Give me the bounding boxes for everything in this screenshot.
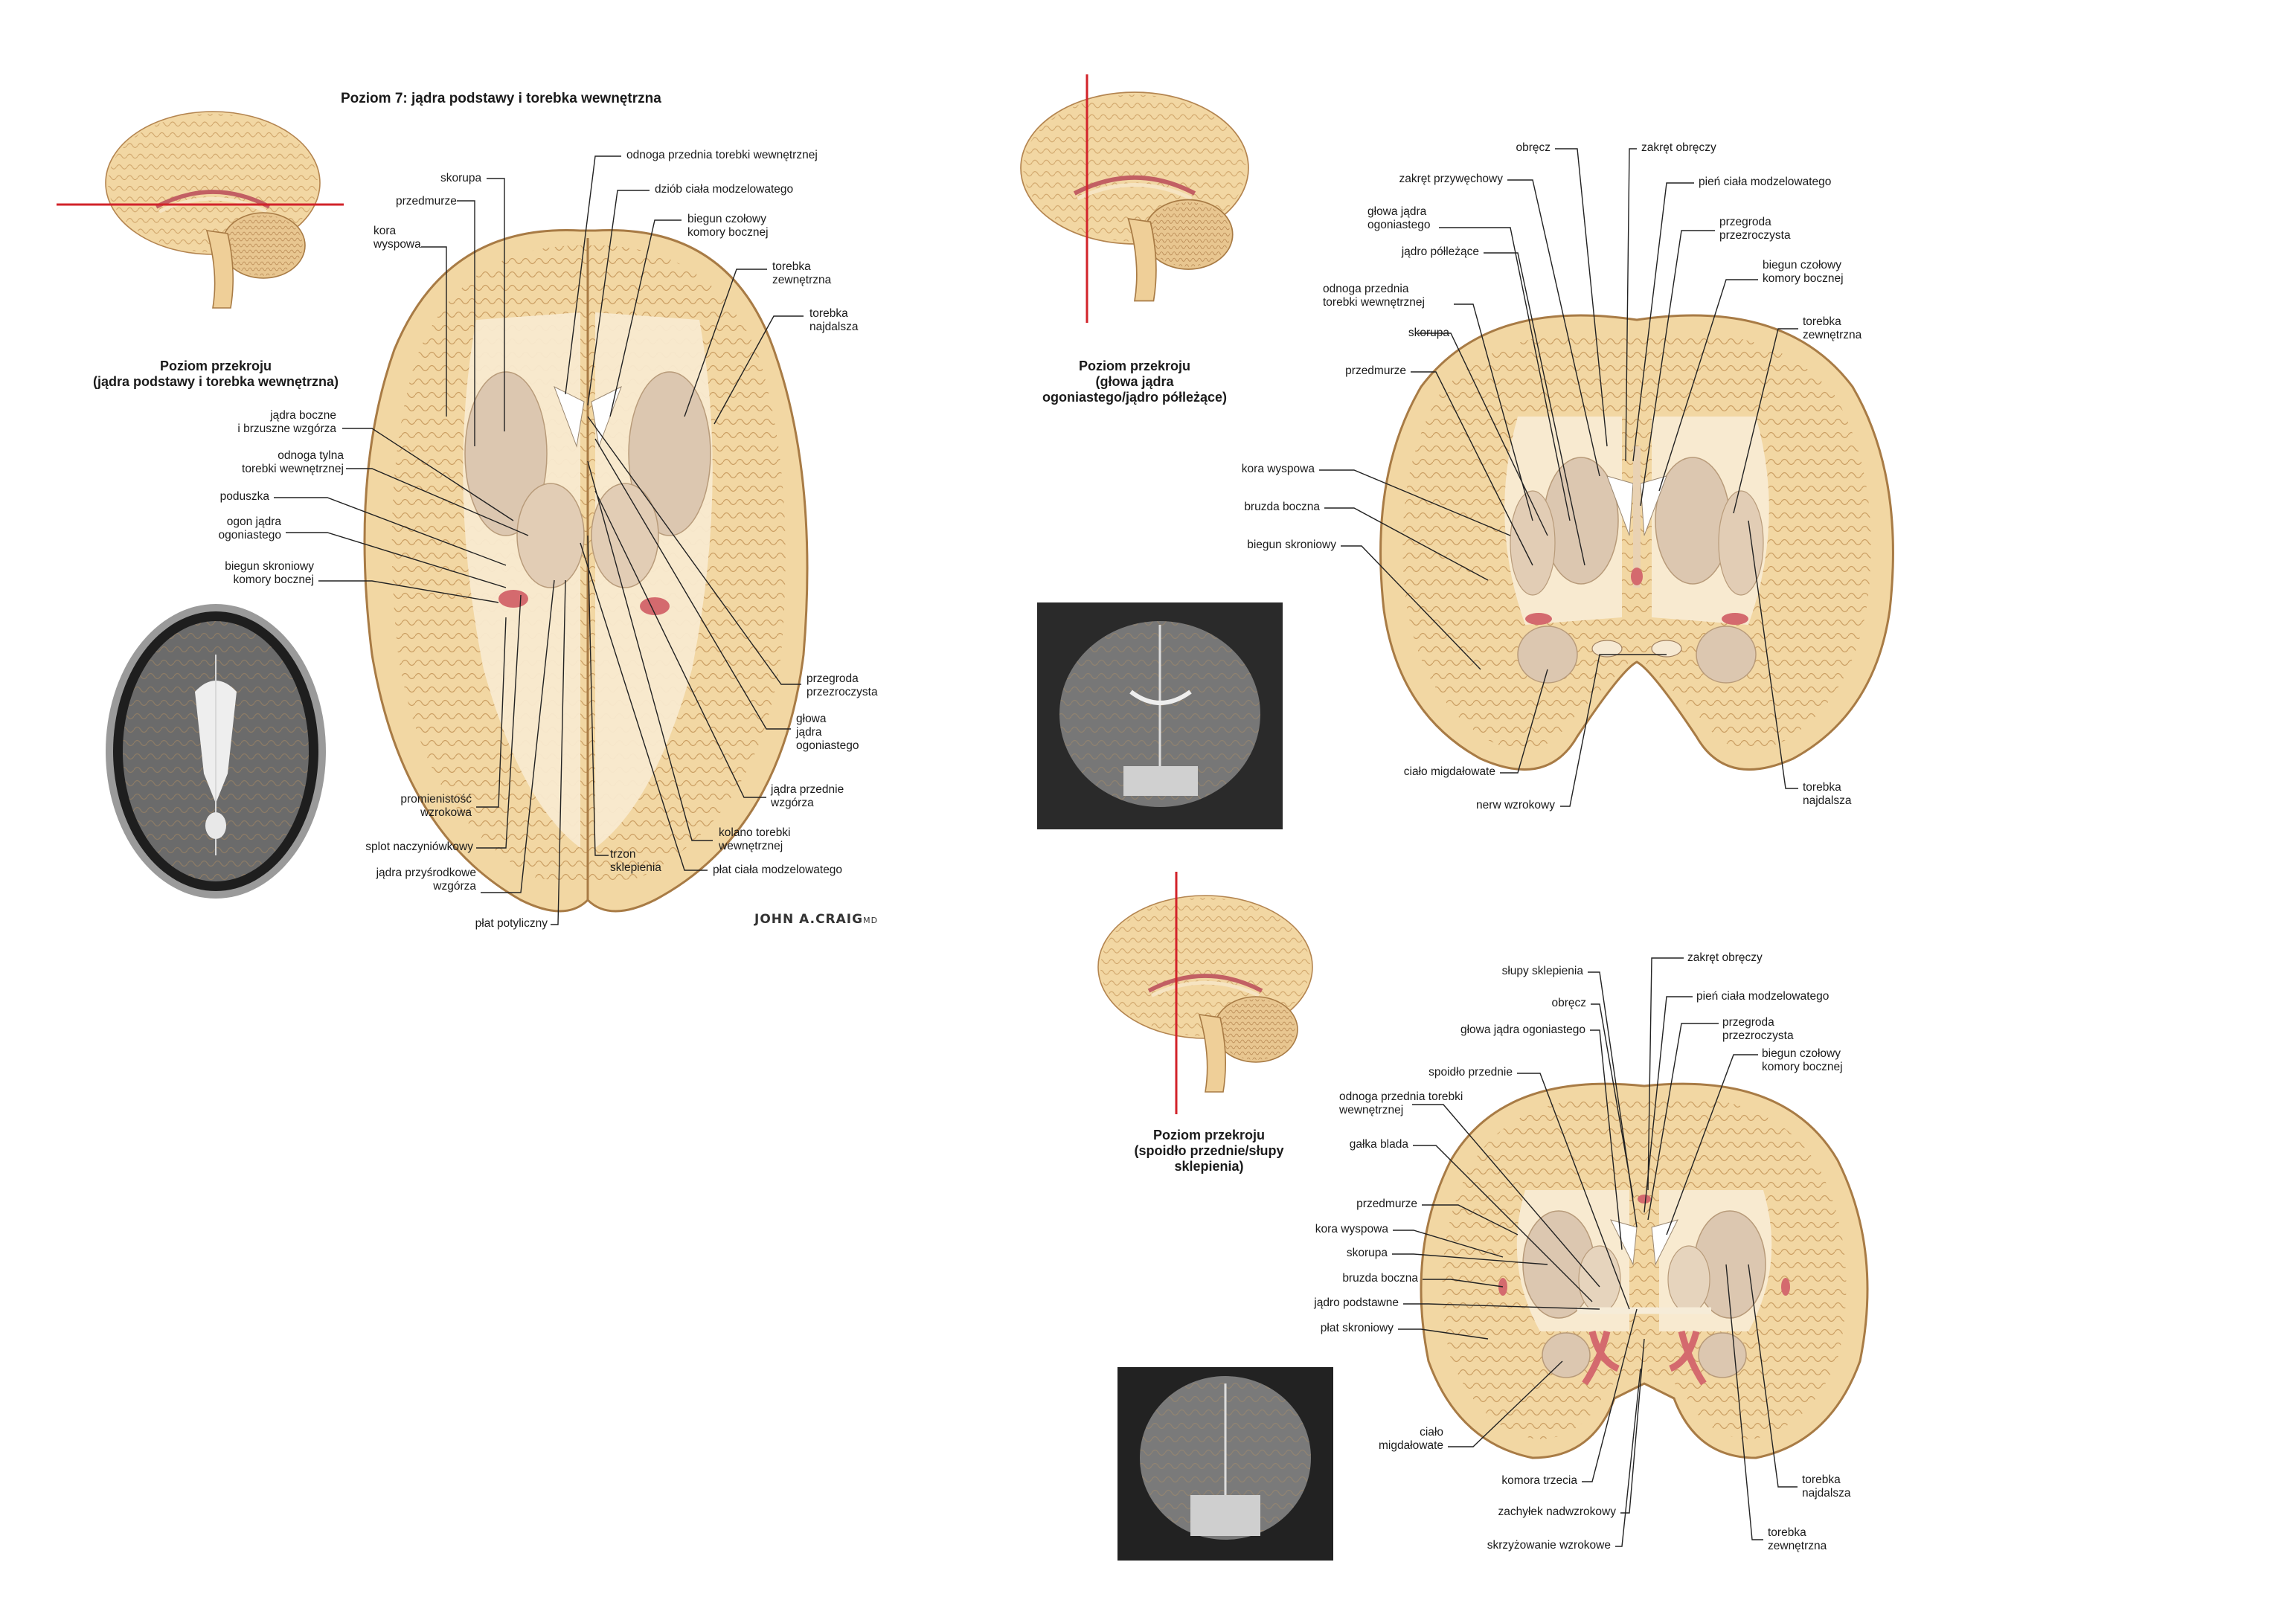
coronal1-sagittal-thumb bbox=[1021, 74, 1248, 323]
label-torebka-najdalsza-c2: torebka najdalsza bbox=[1802, 1473, 1851, 1500]
coronal1-mri bbox=[1037, 602, 1283, 829]
label-biegun-czolowy-c2: biegun czołowy komory bocznej bbox=[1762, 1047, 1843, 1073]
label-przegroda-c1: przegroda przezroczysta bbox=[1719, 216, 1791, 242]
label-plat-ciala: płat ciała modzelowatego bbox=[713, 864, 843, 876]
signature-name: JOHN A.CRAIG bbox=[754, 912, 864, 927]
label-odnoga-c2: odnoga przednia torebki wewnętrznej bbox=[1339, 1090, 1463, 1116]
signature-suffix: MD bbox=[863, 916, 879, 925]
label-nerw-wzrokowy: nerw wzrokowy bbox=[1476, 799, 1555, 812]
label-slupy: słupy sklepienia bbox=[1501, 965, 1583, 977]
label-jadra-boczne: jądra boczne i brzuszne wzgórza bbox=[237, 409, 336, 435]
label-jadro-polezace: jądro półleżące bbox=[1401, 245, 1479, 258]
coronal1-panel-title: Poziom przekroju (głowa jądra ogoniasteg… bbox=[1042, 359, 1228, 405]
label-przedmurze-c2: przedmurze bbox=[1356, 1198, 1417, 1210]
artist-signature: JOHN A.CRAIGMD bbox=[754, 912, 878, 927]
axial-panel-title: Poziom przekroju (jądra podstawy i toreb… bbox=[92, 359, 339, 389]
label-biegun-skroniowy-axial: biegun skroniowy komory bocznej bbox=[225, 560, 314, 586]
coronal2-mri bbox=[1117, 1367, 1333, 1561]
label-przegroda-c2: przegroda przezroczysta bbox=[1722, 1016, 1794, 1042]
label-glowa-c1: głowa jądra ogoniastego bbox=[1367, 205, 1431, 231]
label-skorupa: skorupa bbox=[440, 172, 482, 184]
label-torebka-najdalsza-axial: torebka najdalsza bbox=[809, 307, 859, 333]
axial-mri bbox=[106, 604, 326, 899]
label-glowa-c2: głowa jądra ogoniastego bbox=[1460, 1023, 1585, 1036]
label-torebka-zewnetrzna-c2: torebka zewnętrzna bbox=[1768, 1526, 1827, 1552]
label-poduszka: poduszka bbox=[219, 490, 269, 503]
label-komora-trzecia: komora trzecia bbox=[1501, 1474, 1577, 1487]
label-odnoga-przednia: odnoga przednia torebki wewnętrznej bbox=[626, 149, 818, 161]
label-zakret-obreczy-c2: zakręt obręczy bbox=[1687, 951, 1763, 964]
coronal2-panel-title: Poziom przekroju (spoidło przednie/słupy… bbox=[1134, 1128, 1284, 1174]
label-odnoga-c1: odnoga przednia torebki wewnętrznej bbox=[1323, 283, 1425, 309]
label-jadro-podstawne: jądro podstawne bbox=[1314, 1296, 1399, 1309]
label-plat-skroniowy: płat skroniowy bbox=[1320, 1322, 1394, 1334]
label-torebka-najdalsza-c1: torebka najdalsza bbox=[1803, 781, 1852, 807]
coronal1-section bbox=[1379, 314, 1894, 771]
axial-sagittal-thumb bbox=[57, 112, 344, 308]
label-spoidlo: spoidło przednie bbox=[1428, 1066, 1513, 1079]
label-cialo-migdalowate-c2: ciało migdałowate bbox=[1378, 1426, 1443, 1452]
label-kora-wyspowa-c1: kora wyspowa bbox=[1241, 463, 1315, 475]
label-trzon: trzon sklepienia bbox=[610, 848, 661, 874]
label-glowa-axial: głowa jądra ogoniastego bbox=[796, 713, 859, 752]
label-torebka-zewnetrzna-c1: torebka zewnętrzna bbox=[1803, 315, 1862, 341]
label-ogon: ogon jądra ogoniastego bbox=[218, 515, 281, 541]
label-jadra-przysrodkowe: jądra przyśrodkowe wzgórza bbox=[376, 867, 476, 893]
label-jadra-przednie: jądra przednie wzgórza bbox=[771, 783, 844, 809]
label-skrzyzowanie: skrzyżowanie wzrokowe bbox=[1487, 1539, 1611, 1552]
label-biegun-czolowy-c1: biegun czołowy komory bocznej bbox=[1763, 259, 1844, 285]
label-torebka-zewnetrzna-axial: torebka zewnętrzna bbox=[772, 260, 832, 286]
label-promienistosc: promienistość wzrokowa bbox=[400, 793, 472, 819]
label-obrecz-c2: obręcz bbox=[1551, 997, 1586, 1009]
label-przegroda-axial: przegroda przezroczysta bbox=[807, 672, 878, 698]
label-skorupa-c1: skorupa bbox=[1408, 327, 1449, 339]
label-przedmurze-c1: przedmurze bbox=[1345, 364, 1406, 377]
label-zakret-przywechowy: zakręt przywęchowy bbox=[1399, 173, 1503, 185]
label-kolano: kolano torebki wewnętrznej bbox=[719, 826, 791, 852]
label-zakret-obreczy-c1: zakręt obręczy bbox=[1641, 141, 1716, 154]
label-splot: splot naczyniówkowy bbox=[365, 841, 473, 853]
label-dziob: dziób ciała modzelowatego bbox=[655, 183, 794, 196]
label-skorupa-c2: skorupa bbox=[1346, 1247, 1388, 1259]
label-bruzda-boczna-c1: bruzda boczna bbox=[1244, 501, 1320, 513]
label-pien-c2: pień ciała modzelowatego bbox=[1696, 990, 1830, 1003]
label-zachylek: zachyłek nadwzrokowy bbox=[1498, 1505, 1616, 1518]
label-bruzda-boczna-c2: bruzda boczna bbox=[1342, 1272, 1418, 1285]
coronal2-sagittal-thumb bbox=[1098, 872, 1312, 1114]
label-odnoga-tylna: odnoga tylna torebki wewnętrznej bbox=[242, 449, 344, 475]
leader-lines bbox=[274, 148, 1798, 1547]
label-przedmurze: przedmurze bbox=[396, 195, 457, 208]
label-kora-wyspowa-c2: kora wyspowa bbox=[1315, 1223, 1388, 1235]
coronal2-section bbox=[1420, 1082, 1869, 1459]
label-obrecz-c1: obręcz bbox=[1516, 141, 1551, 154]
label-plat-potyliczny: płat potyliczny bbox=[475, 917, 548, 930]
label-galka: gałka blada bbox=[1349, 1138, 1408, 1151]
label-cialo-migdalowate-c1: ciało migdałowate bbox=[1403, 765, 1495, 778]
axial-section bbox=[363, 228, 809, 913]
label-pien-c1: pień ciała modzelowatego bbox=[1699, 176, 1832, 188]
label-biegun-czolowy-axial: biegun czołowy komory bocznej bbox=[687, 213, 769, 239]
label-biegun-skroniowy-c1: biegun skroniowy bbox=[1247, 539, 1336, 551]
label-kora-wyspowa: kora wyspowa bbox=[373, 225, 421, 251]
plate-title: Poziom 7: jądra podstawy i torebka wewnę… bbox=[341, 91, 661, 106]
